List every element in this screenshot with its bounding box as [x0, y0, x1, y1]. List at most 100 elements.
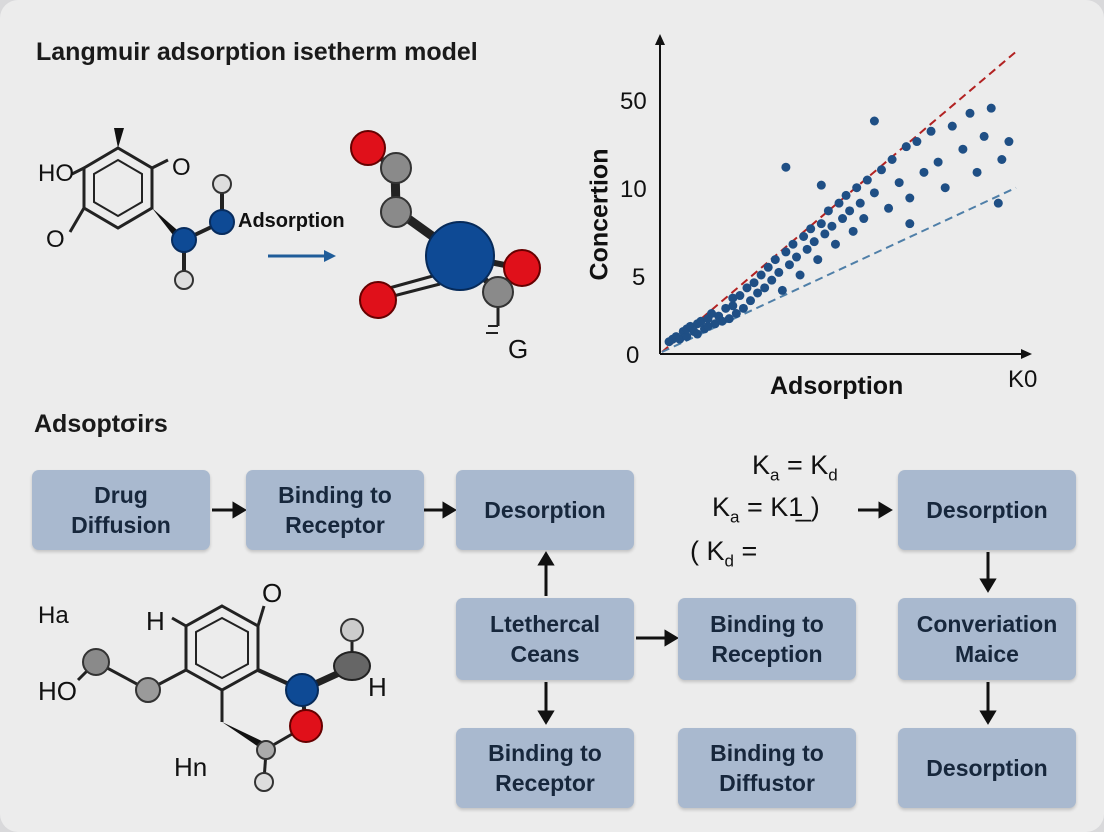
binding-receptor-box: Binding to Receptor	[456, 728, 634, 808]
atom-c	[380, 196, 412, 228]
atom-label-ho: HO	[38, 676, 77, 706]
data-point	[756, 270, 766, 280]
atom-label-o: O	[172, 154, 191, 181]
data-point	[848, 226, 858, 236]
wedge-bond	[222, 722, 268, 752]
data-point	[799, 232, 809, 241]
data-point	[912, 137, 922, 147]
data-point	[742, 283, 752, 293]
atom-h	[212, 174, 232, 194]
data-points	[664, 103, 1014, 347]
atom-c	[82, 648, 110, 676]
data-point	[692, 329, 702, 339]
data-point	[753, 288, 763, 298]
atom-o	[503, 249, 541, 287]
binding-receptor-box: Binding to Receptor	[246, 470, 424, 550]
data-point	[816, 180, 826, 190]
adsorption-arrow-label: Adsorption	[238, 210, 345, 232]
data-point	[972, 167, 982, 177]
atom-label-hn: Hn	[174, 752, 208, 782]
data-point	[767, 275, 777, 285]
data-point	[894, 178, 904, 188]
data-point	[876, 165, 886, 175]
data-point	[965, 108, 975, 118]
atom-h	[254, 772, 274, 792]
data-point	[784, 260, 794, 270]
atom-label-o: O	[262, 578, 283, 608]
data-point	[979, 131, 989, 141]
data-point	[887, 155, 897, 164]
binding-diffustor-box: Binding to Diffustor	[678, 728, 856, 808]
atom-central	[425, 221, 495, 291]
converiation-box: Converiation Maice	[898, 598, 1076, 680]
data-point	[738, 303, 748, 313]
data-point	[862, 175, 872, 185]
benzene-inner	[93, 158, 143, 218]
data-point	[696, 316, 706, 326]
data-point	[746, 296, 755, 306]
data-point	[986, 103, 996, 113]
data-point	[841, 190, 851, 200]
y-tick-label: 5	[632, 264, 646, 291]
y-tick-label: 50	[620, 88, 647, 115]
data-point	[823, 206, 833, 216]
equation-line-3: ( Kd =	[690, 536, 758, 571]
data-point	[940, 183, 950, 193]
atom-c	[333, 651, 371, 681]
data-point	[774, 267, 784, 277]
data-point	[845, 206, 855, 216]
x-axis-label: Adsorption	[770, 372, 904, 400]
data-point	[884, 203, 894, 213]
data-point	[792, 252, 802, 262]
data-point	[788, 239, 798, 249]
x-tick-label: K0	[1008, 366, 1038, 393]
atom-o	[359, 281, 397, 319]
data-point	[869, 116, 879, 126]
data-point	[735, 291, 745, 301]
ring-inner	[195, 616, 249, 680]
atom-h	[340, 618, 364, 642]
data-point	[781, 247, 791, 257]
atom-label-ho: HO	[38, 160, 74, 187]
y-tick-label: 10	[620, 176, 647, 203]
atom-label-h: H	[368, 672, 387, 702]
atom-o	[350, 130, 386, 166]
data-point	[781, 162, 791, 172]
data-point	[958, 144, 968, 154]
data-point	[728, 293, 738, 303]
data-point	[993, 198, 1003, 208]
atom-label-h: H	[146, 606, 165, 636]
data-point	[721, 303, 731, 313]
atom-c	[482, 276, 514, 308]
data-point	[820, 229, 830, 239]
data-point	[827, 221, 837, 231]
data-point	[859, 214, 869, 224]
atom-n	[285, 673, 319, 707]
data-point	[728, 301, 738, 311]
equation-line-2: Ka = K1̲ )	[712, 492, 820, 527]
page-title: Langmuir adsorption isetherm model	[36, 38, 478, 66]
data-point	[809, 237, 819, 247]
data-point	[717, 316, 727, 326]
data-point	[724, 314, 734, 324]
atom-c	[135, 677, 161, 703]
data-point	[947, 121, 957, 131]
atom-h	[174, 270, 194, 290]
data-point	[707, 309, 717, 318]
data-point	[997, 155, 1007, 164]
atom-label-g: G	[508, 334, 529, 364]
y-tick-label: 0	[626, 342, 640, 369]
data-point	[731, 309, 741, 318]
data-point	[852, 183, 862, 193]
data-point	[926, 126, 936, 136]
chart-axes	[655, 34, 1032, 359]
equation-line-1: Ka = Kd	[752, 450, 838, 485]
desorption-box: Desorption	[898, 470, 1076, 550]
data-point	[816, 219, 826, 229]
data-point	[901, 142, 911, 152]
atom-n	[171, 227, 197, 253]
data-point	[905, 219, 915, 229]
